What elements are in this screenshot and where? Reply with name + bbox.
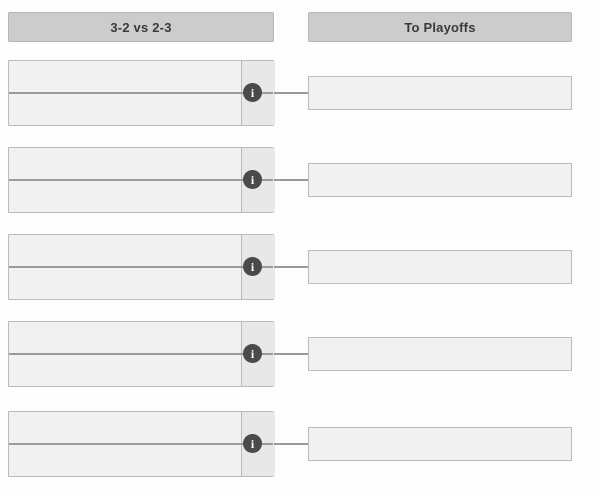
match-slot-bottom[interactable] — [9, 268, 273, 300]
match-slot-bottom[interactable] — [9, 355, 273, 387]
match-slot-top[interactable] — [9, 61, 273, 93]
slot-divider — [9, 443, 273, 445]
info-icon[interactable]: i — [243, 83, 262, 102]
bracket-connector — [274, 266, 308, 268]
slot-divider — [9, 266, 273, 268]
bracket-connector — [274, 179, 308, 181]
result-box[interactable] — [308, 76, 572, 110]
match-box[interactable]: i — [8, 321, 275, 387]
slot-divider — [9, 353, 273, 355]
match-slot-bottom[interactable] — [9, 181, 273, 213]
match-box[interactable]: i — [8, 147, 275, 213]
result-box[interactable] — [308, 337, 572, 371]
info-icon[interactable]: i — [243, 344, 262, 363]
bracket-connector — [274, 443, 308, 445]
slot-divider — [9, 92, 273, 94]
match-slot-top[interactable] — [9, 412, 273, 444]
match-box[interactable]: i — [8, 234, 275, 300]
bracket-connector — [274, 353, 308, 355]
match-slot-top[interactable] — [9, 322, 273, 354]
match-slot-top[interactable] — [9, 235, 273, 267]
info-icon[interactable]: i — [243, 257, 262, 276]
result-box[interactable] — [308, 427, 572, 461]
result-box[interactable] — [308, 250, 572, 284]
round-header-to-playoffs[interactable]: To Playoffs — [308, 12, 572, 42]
match-box[interactable]: i — [8, 60, 275, 126]
match-slot-bottom[interactable] — [9, 445, 273, 477]
match-slot-bottom[interactable] — [9, 94, 273, 126]
info-icon[interactable]: i — [243, 434, 262, 453]
bracket-connector — [274, 92, 308, 94]
result-box[interactable] — [308, 163, 572, 197]
round-header-3-2-vs-2-3[interactable]: 3-2 vs 2-3 — [8, 12, 274, 42]
info-icon[interactable]: i — [243, 170, 262, 189]
match-box[interactable]: i — [8, 411, 275, 477]
match-slot-top[interactable] — [9, 148, 273, 180]
slot-divider — [9, 179, 273, 181]
